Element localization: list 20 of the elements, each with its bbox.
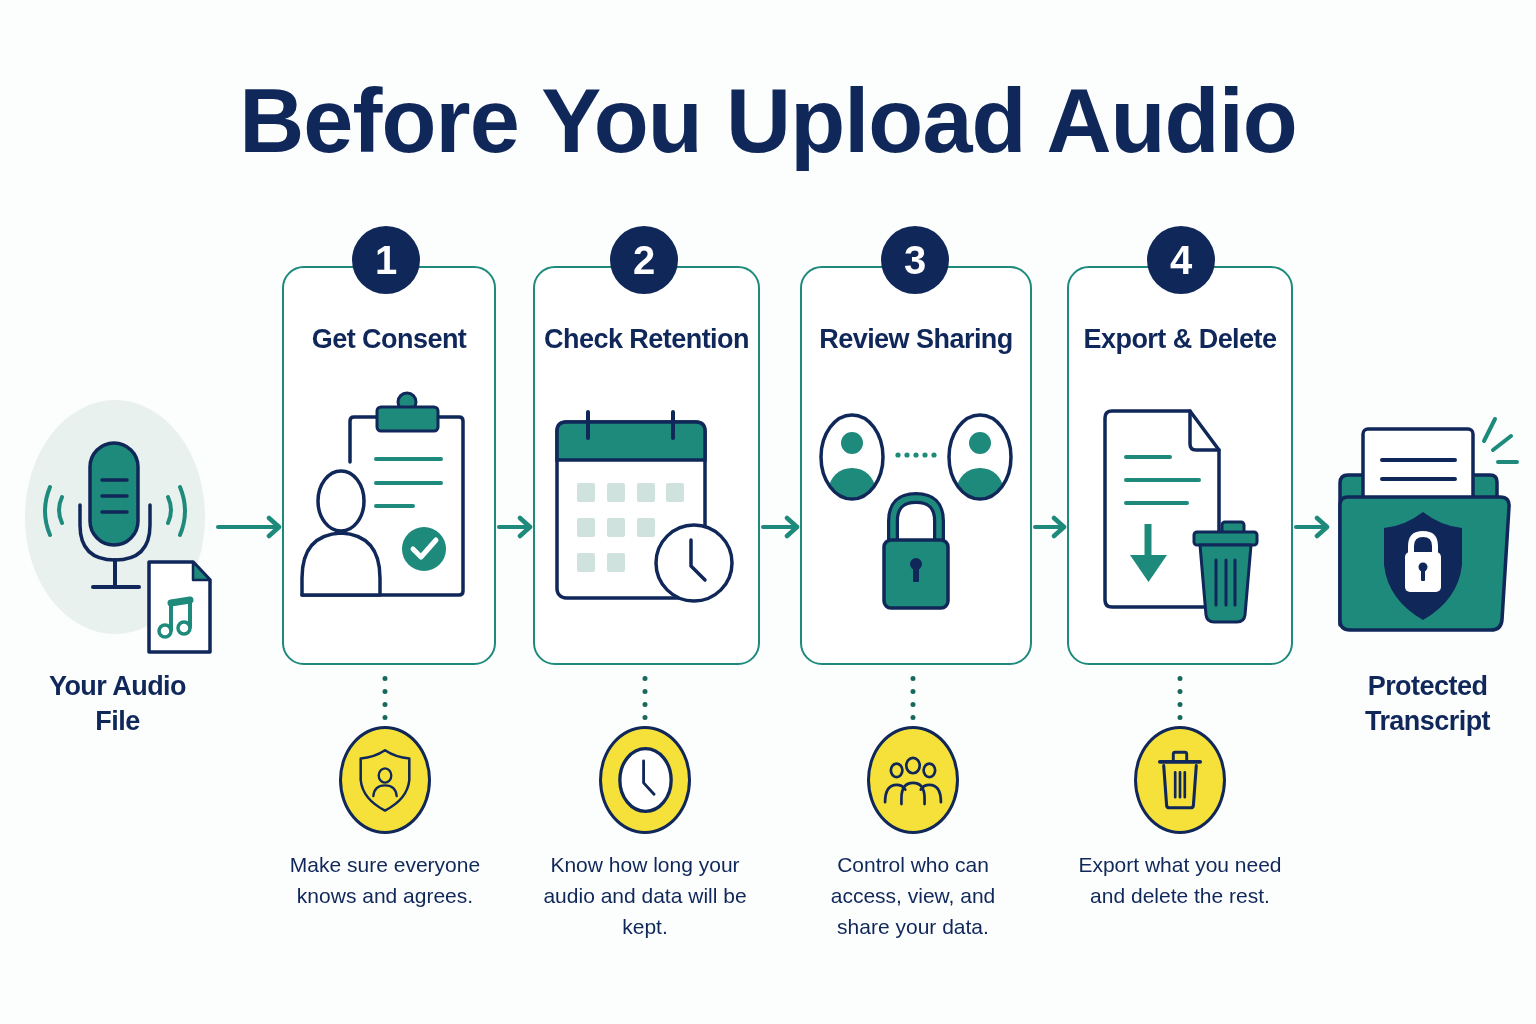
step-title: Export & Delete — [1083, 323, 1277, 355]
step-title: Check Retention — [544, 323, 749, 355]
step-number-badge: 1 — [352, 226, 420, 294]
tip-description: Make sure everyone knows and agrees. — [288, 852, 482, 909]
flow-arrow — [216, 515, 282, 539]
step-number-badge: 4 — [1147, 226, 1215, 294]
flow-arrow — [1033, 515, 1067, 539]
step-title: Get Consent — [311, 323, 467, 355]
flow-arrow — [1294, 515, 1330, 539]
endpoint-label: Protected Transcript — [1363, 670, 1492, 738]
flow-arrow — [497, 515, 533, 539]
tip-description: Know how long your audio and data will be kept. — [542, 852, 748, 940]
step-title: Review Sharing — [819, 323, 1013, 355]
flow-arrow — [761, 515, 800, 539]
tip-description: Export what you need and delete the rest. — [1077, 852, 1283, 909]
title: Before You Upload Audio — [239, 70, 1297, 173]
endpoint-label: Your Audio File — [47, 670, 188, 738]
tip-description: Control who can access, view, and share your data. — [829, 852, 997, 940]
step-number-badge: 3 — [881, 226, 949, 294]
step-number-badge: 2 — [610, 226, 678, 294]
